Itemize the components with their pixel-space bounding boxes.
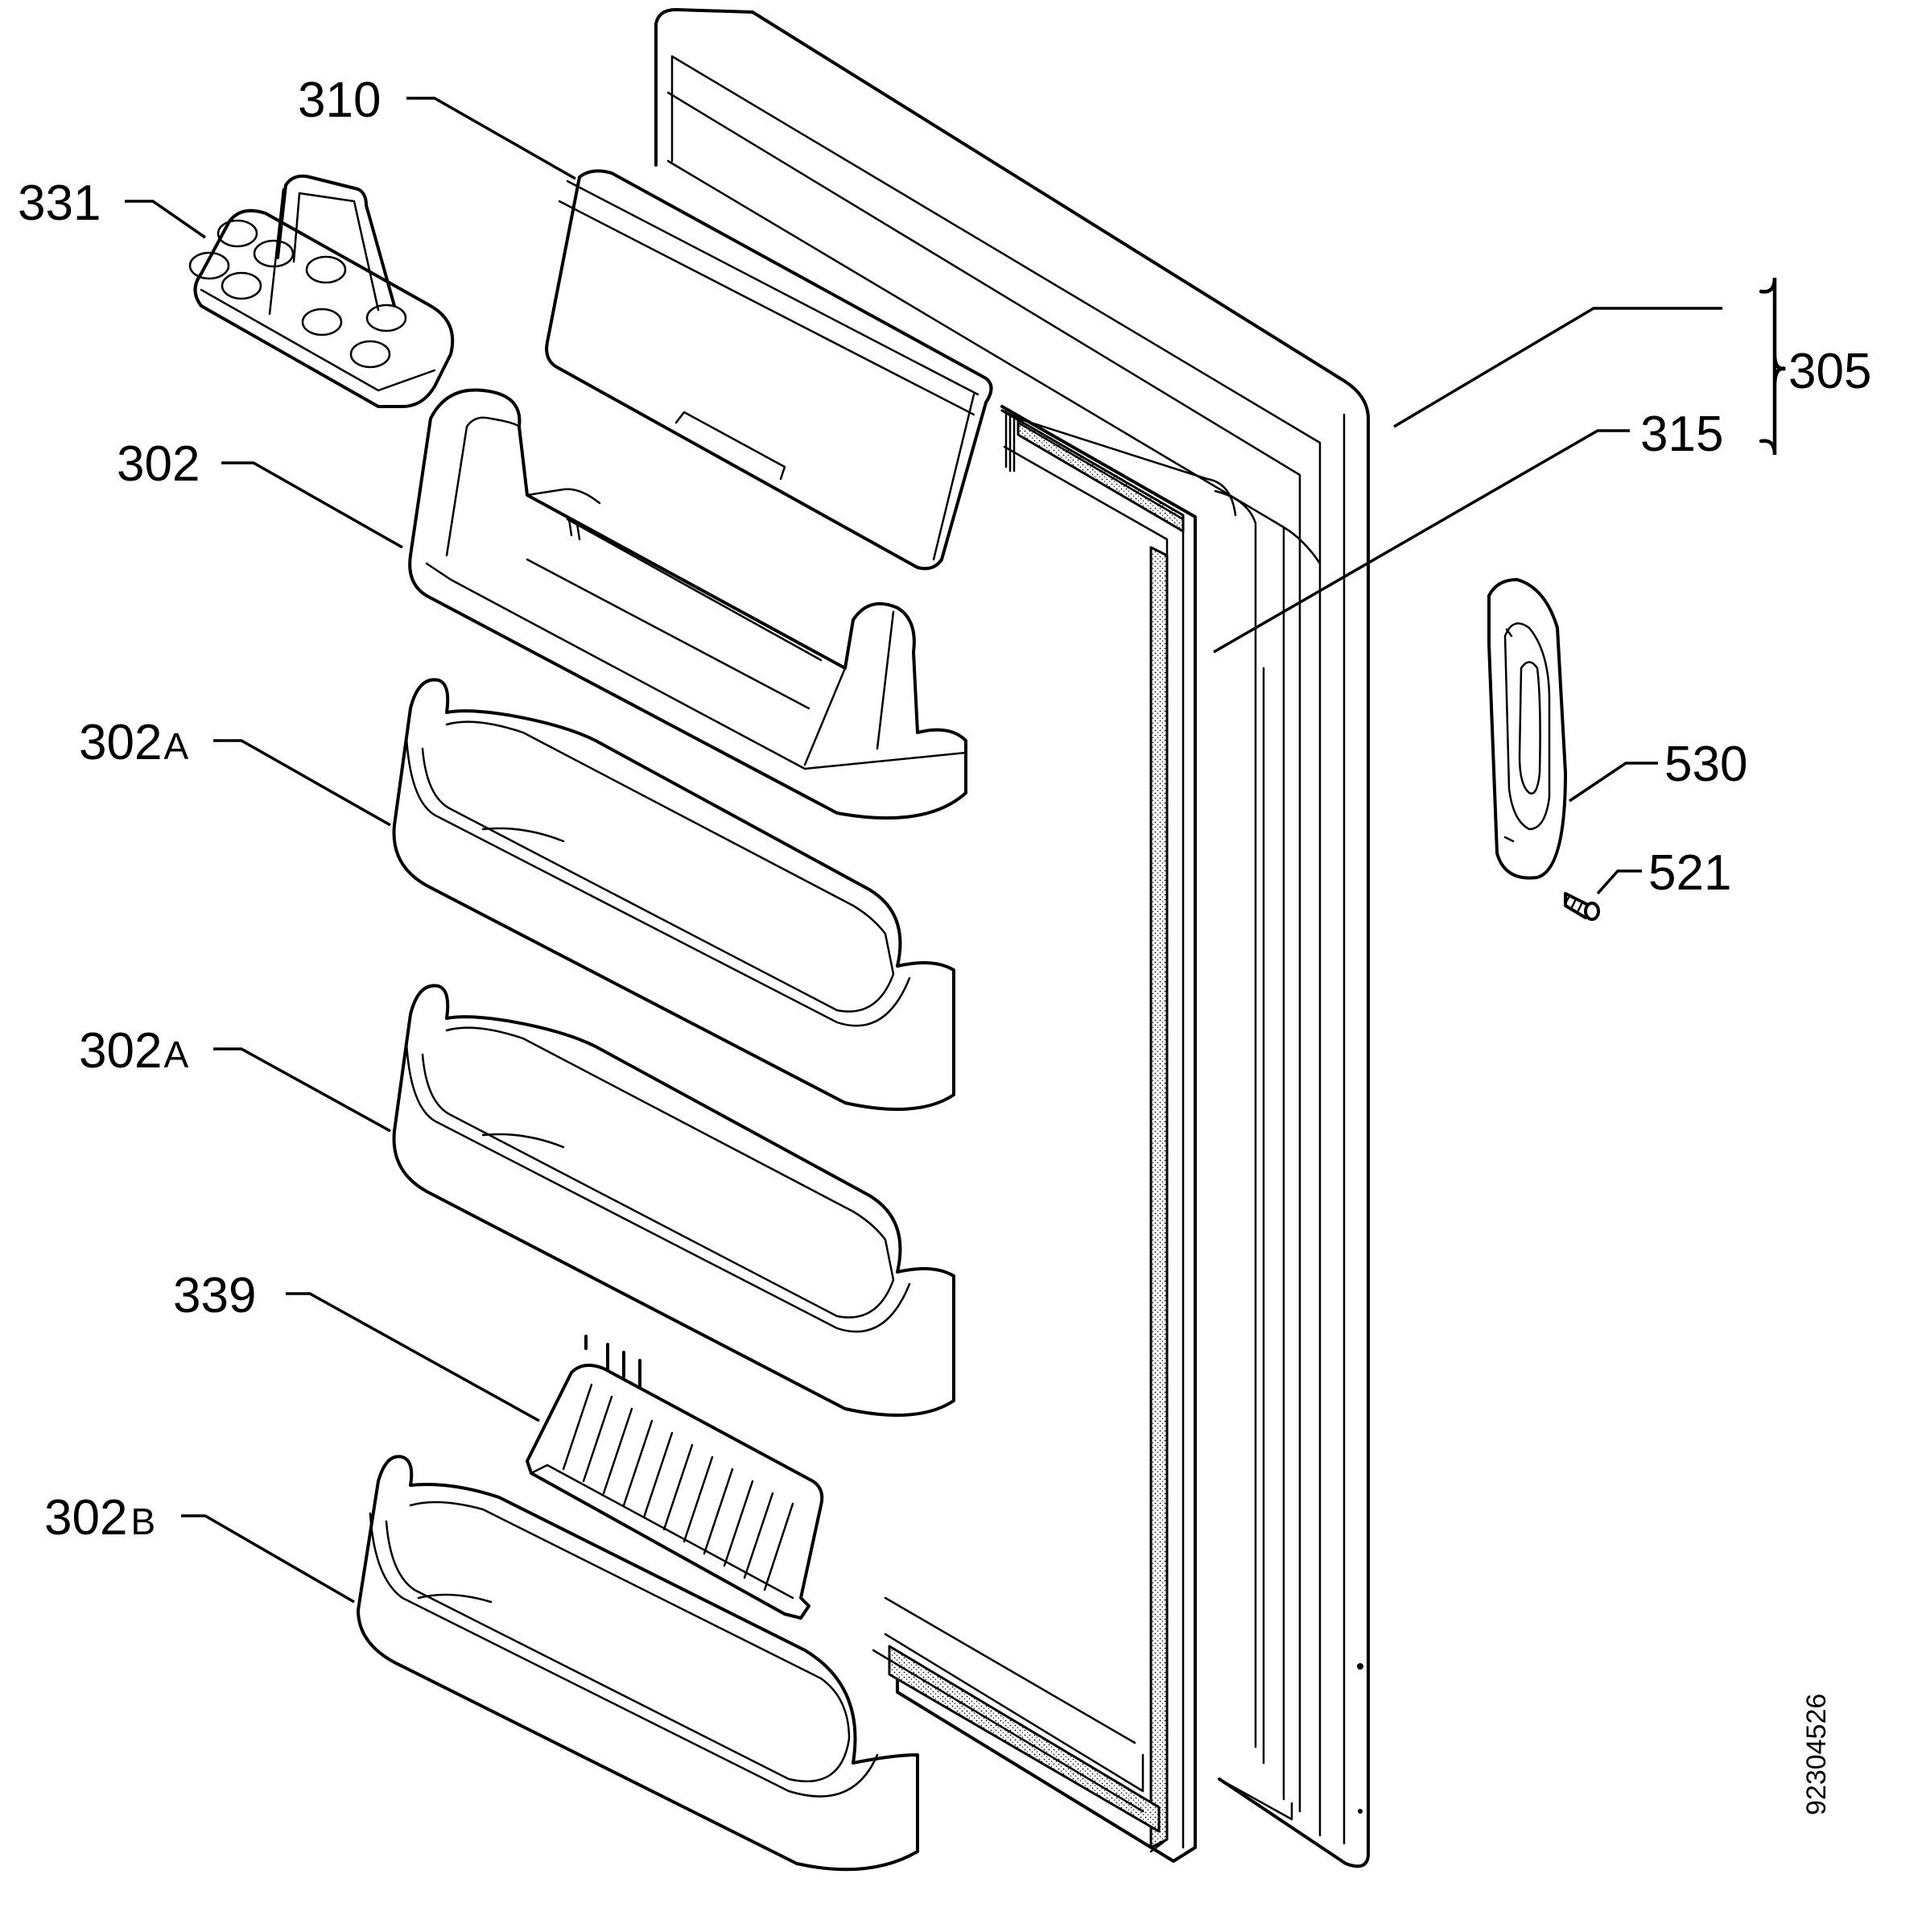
leader-lines xyxy=(125,97,1722,1604)
part-302a-shelf-1 xyxy=(392,678,955,1111)
leader-530 xyxy=(1569,762,1658,803)
label-331: 331 xyxy=(18,175,101,231)
label-339: 339 xyxy=(173,1268,256,1323)
brace-305 xyxy=(1759,277,1786,456)
part-339-retainer xyxy=(526,1335,824,1620)
leader-302a-1 xyxy=(213,739,391,827)
label-530: 530 xyxy=(1664,737,1747,792)
leader-302b xyxy=(181,1514,355,1604)
door-panel xyxy=(654,8,1370,1868)
part-302b-shelf xyxy=(357,1455,919,1872)
leader-305 xyxy=(1393,307,1722,428)
leader-302a-2 xyxy=(213,1047,391,1133)
label-302a-1: 302A xyxy=(79,715,188,770)
label-302b: 302B xyxy=(44,1490,155,1546)
part-331-egg-tray xyxy=(188,174,455,408)
drawing-code: 92304526 xyxy=(1801,1694,1832,1815)
label-315: 315 xyxy=(1640,407,1723,462)
part-302-shelf xyxy=(408,388,967,820)
label-302a-2: 302A xyxy=(79,1023,188,1079)
leader-302 xyxy=(221,461,403,549)
leader-315 xyxy=(1213,429,1630,654)
leader-339 xyxy=(286,1292,540,1422)
leader-310 xyxy=(406,97,576,180)
part-302a-shelf-2 xyxy=(392,984,955,1417)
part-521-screw xyxy=(1564,892,1600,921)
label-302: 302 xyxy=(117,436,200,492)
label-521: 521 xyxy=(1648,845,1731,901)
leader-331 xyxy=(125,200,206,239)
label-310: 310 xyxy=(298,72,381,128)
label-305: 305 xyxy=(1788,344,1871,399)
leader-521 xyxy=(1596,869,1642,895)
part-530-escutcheon xyxy=(1487,578,1567,880)
part-310-flap xyxy=(545,169,993,571)
